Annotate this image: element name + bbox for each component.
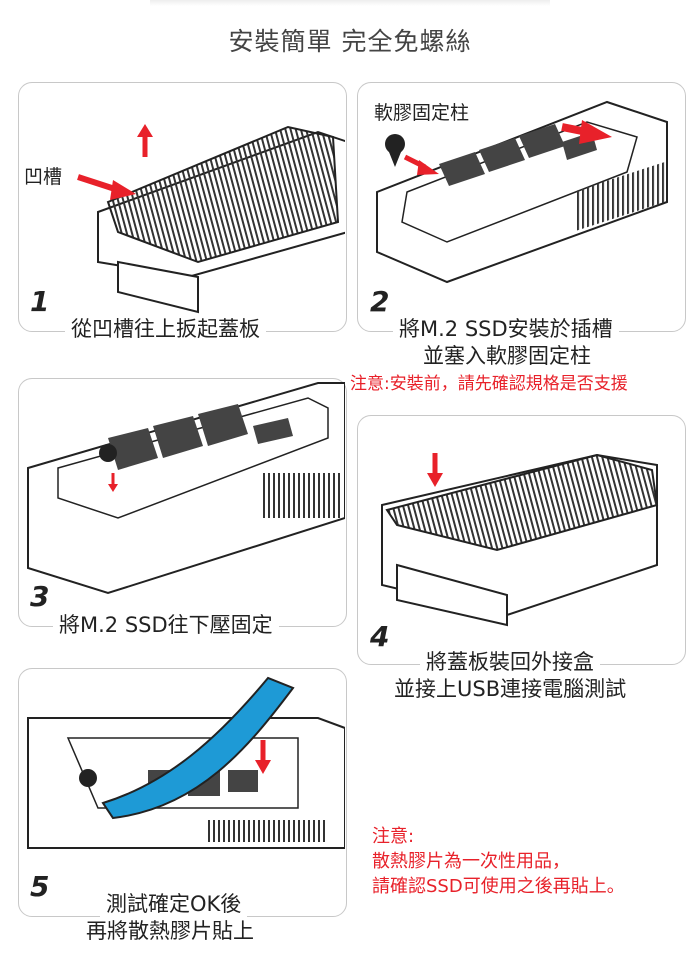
step-4-illustration bbox=[381, 453, 659, 627]
step-1-illustration bbox=[77, 124, 345, 314]
step-3-illustration bbox=[27, 382, 345, 595]
rubber-pin-icon bbox=[79, 769, 97, 787]
note-line: 請確認SSD可使用之後再貼上。 bbox=[372, 876, 625, 897]
step-1-caption: 從凹槽往上扳起蓋板 bbox=[65, 316, 266, 343]
note-heading: 注意: bbox=[372, 826, 415, 847]
top-divider bbox=[150, 0, 550, 6]
rubber-pin-icon bbox=[99, 444, 117, 462]
step-5-illustration bbox=[27, 676, 345, 849]
step-5-caption-line1: 測試確定OK後 bbox=[100, 891, 248, 918]
down-arrow-icon bbox=[108, 484, 118, 492]
note-line: 散熱膠片為一次性用品， bbox=[372, 851, 570, 872]
step-2-warning: 注意:安裝前，請先確認規格是否支援 bbox=[350, 371, 628, 398]
step-2-caption-line1: 將M.2 SSD安裝於插槽 bbox=[393, 316, 619, 343]
step-1-number: 1 bbox=[30, 285, 50, 318]
down-arrow-icon bbox=[255, 760, 271, 774]
step-1-callout: 凹槽 bbox=[22, 162, 65, 189]
step-4-caption-line1: 將蓋板裝回外接盒 bbox=[420, 649, 600, 676]
step-3-caption: 將M.2 SSD往下壓固定 bbox=[53, 612, 279, 639]
step-5-caption-line2: 再將散熱膠片貼上 bbox=[80, 918, 260, 945]
step-3-number: 3 bbox=[30, 580, 50, 613]
arrow-icon bbox=[110, 180, 136, 200]
thermal-pad bbox=[101, 676, 295, 820]
down-arrow-icon bbox=[427, 473, 443, 487]
step-4-caption-line2: 並接上USB連接電腦測試 bbox=[388, 676, 633, 703]
step-4-number: 4 bbox=[370, 620, 390, 653]
rubber-pin-icon bbox=[385, 134, 405, 154]
step-5-number: 5 bbox=[30, 870, 50, 903]
step-2-illustration bbox=[376, 100, 668, 284]
page-title: 安裝簡單 完全免螺絲 bbox=[228, 27, 472, 56]
step-2-caption-line2: 並塞入軟膠固定柱 bbox=[417, 343, 597, 370]
step-2-callout: 軟膠固定柱 bbox=[372, 98, 472, 125]
step-2-number: 2 bbox=[370, 285, 390, 318]
arrow-icon bbox=[579, 120, 612, 144]
thermal-pad-note: 注意: 散熱膠片為一次性用品， 請確認SSD可使用之後再貼上。 bbox=[372, 824, 625, 899]
